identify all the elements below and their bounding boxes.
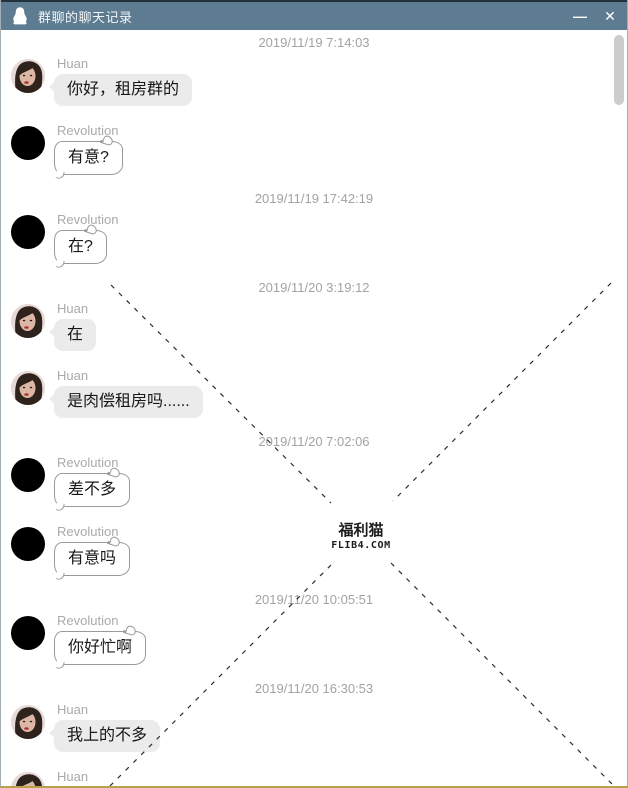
user-avatar[interactable]: [11, 616, 45, 650]
message-body: Huan 我上的不多: [48, 702, 161, 752]
minimize-button[interactable]: —: [573, 8, 587, 24]
chat-message: Huan 在: [1, 302, 627, 351]
sender-name: Huan: [57, 702, 89, 717]
user-avatar[interactable]: [11, 772, 45, 786]
message-bubble[interactable]: 有意吗: [54, 542, 131, 576]
message-body: Revolution 在?: [54, 213, 118, 264]
chat-message: Revolution 有意吗: [1, 525, 627, 576]
chat-message: Revolution 有意?: [1, 124, 627, 175]
woman-portrait-avatar-image: [11, 304, 45, 338]
user-avatar[interactable]: [11, 458, 45, 492]
user-avatar[interactable]: [11, 304, 45, 338]
user-avatar[interactable]: [11, 215, 45, 249]
user-avatar[interactable]: [11, 527, 45, 561]
message-body: Revolution 有意?: [54, 124, 123, 175]
woman-portrait-avatar-image: [11, 705, 45, 739]
message-body: Revolution 有意吗: [54, 524, 131, 576]
user-avatar[interactable]: [11, 705, 45, 739]
timestamp: 2019/11/20 7:02:06: [258, 434, 370, 449]
message-body: Huan 你好，租房群的: [48, 56, 193, 106]
timestamp: 2019/11/19 17:42:19: [254, 191, 374, 206]
message-bubble[interactable]: 我上的不多: [48, 720, 161, 752]
scrollbar-thumb[interactable]: [614, 35, 624, 105]
chat-area: 2019/11/19 7:14:03 Huan 你好，租房群的 Revoluti…: [1, 30, 627, 786]
message-body: Revolution 你好忙啊: [54, 613, 147, 665]
timestamp: 2019/11/20 10:05:51: [254, 592, 374, 607]
sender-name: Huan: [57, 301, 89, 316]
woman-portrait-avatar-image: [11, 772, 45, 786]
user-avatar[interactable]: [11, 371, 45, 405]
chat-message: Huan 我上的不多: [1, 703, 627, 752]
user-avatar[interactable]: [11, 126, 45, 160]
chat-message: Revolution 你好忙啊: [1, 614, 627, 665]
message-bubble[interactable]: 是肉偿租房吗......: [49, 386, 203, 418]
timestamp: 2019/11/20 16:30:53: [254, 681, 374, 696]
sender-name: Revolution: [57, 524, 119, 539]
timestamp: 2019/11/20 3:19:12: [258, 280, 370, 295]
sender-name: Huan: [57, 56, 89, 71]
message-body: Huan: [54, 770, 200, 786]
sender-name: Huan: [57, 769, 89, 784]
user-avatar[interactable]: [11, 59, 45, 93]
title-bar[interactable]: 群聊的聊天记录 — ✕: [1, 0, 627, 30]
message-body: Huan 是肉偿租房吗......: [49, 368, 203, 418]
window-title: 群聊的聊天记录: [38, 9, 133, 25]
chat-message: Revolution 在?: [1, 213, 627, 264]
timestamp: 2019/11/19 7:14:03: [258, 35, 370, 50]
message-bubble[interactable]: 差不多: [54, 473, 131, 507]
message-bubble[interactable]: 你好，租房群的: [48, 74, 193, 106]
woman-portrait-avatar-image: [11, 59, 45, 93]
sender-name: Revolution: [57, 613, 119, 628]
sender-name: Revolution: [57, 212, 119, 227]
chat-message: Huan 你好，租房群的: [1, 57, 627, 106]
message-bubble[interactable]: 有意?: [54, 141, 123, 175]
message-bubble[interactable]: 在: [48, 319, 97, 351]
sender-name: Huan: [57, 368, 89, 383]
message-body: Revolution 差不多: [54, 455, 131, 507]
chat-list: 2019/11/19 7:14:03 Huan 你好，租房群的 Revoluti…: [1, 36, 627, 786]
close-button[interactable]: ✕: [604, 7, 616, 24]
chat-message: Huan: [1, 770, 627, 786]
message-body: Huan 在: [48, 301, 97, 351]
message-bubble[interactable]: 你好忙啊: [54, 631, 147, 665]
message-bubble[interactable]: 在?: [54, 230, 107, 264]
chat-message: Revolution 差不多: [1, 456, 627, 507]
sender-name: Revolution: [57, 455, 119, 470]
chat-message: Huan 是肉偿租房吗......: [1, 369, 627, 418]
sender-name: Revolution: [57, 123, 119, 138]
qq-logo-icon: [10, 6, 30, 26]
woman-portrait-avatar-image: [11, 371, 45, 405]
